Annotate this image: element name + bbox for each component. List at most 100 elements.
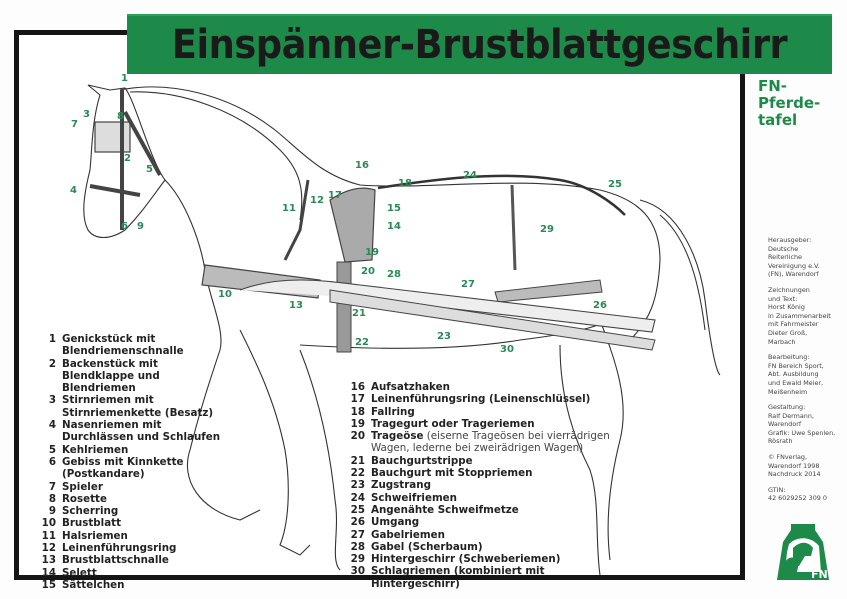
- diagram-callout-2: 2: [124, 153, 131, 164]
- legend-text: Umgang: [371, 516, 420, 529]
- credits-line: in Zusammenarbeit: [768, 311, 831, 320]
- diagram-callout-22: 22: [355, 337, 369, 348]
- diagram-callout-27: 27: [461, 279, 475, 290]
- legend-number: 3: [48, 394, 56, 407]
- diagram-callout-3: 3: [83, 109, 90, 120]
- legend-text: Tragegurt oder Trageriemen: [371, 417, 535, 430]
- legend-text-continued: Wagen, lederne bei zweirädrigen Wagen): [371, 442, 584, 455]
- credits-line: Rösrath: [768, 437, 793, 446]
- legend-text: Bauchgurtstrippe: [371, 454, 473, 467]
- credits-line: und Ewald Meier,: [768, 378, 824, 387]
- diagram-callout-21: 21: [352, 308, 366, 319]
- credits-line: Horst König: [768, 303, 805, 312]
- legend-number: 14: [41, 566, 56, 579]
- credits-line: Grafik: Uwe Spenlen,: [768, 428, 836, 437]
- credits-line: Nachdruck 2014: [768, 470, 821, 479]
- legend-text-continued: Blendriemenschnalle: [62, 345, 184, 358]
- legend-item-30: 30 Schlagriemen (kombiniert mit Hinterges…: [345, 565, 615, 590]
- legend-text: Halsriemen: [62, 529, 128, 542]
- legend-number: 2: [48, 357, 56, 370]
- legend-text: Hintergeschirr (Schweberiemen): [371, 553, 561, 566]
- diagram-callout-28: 28: [387, 269, 401, 280]
- legend-item-16: 16 Aufsatzhaken: [345, 381, 615, 393]
- legend-text: Schlagriemen (kombiniert mit Hintergesch…: [371, 565, 545, 590]
- credits-line: Meißenheim: [768, 387, 808, 396]
- legend-number: 28: [350, 540, 365, 553]
- diagram-callout-30: 30: [500, 344, 514, 355]
- credits-line: GTIN:: [768, 485, 786, 494]
- legend-text: Brustblattschnalle: [62, 554, 169, 567]
- horse-harness-illustration: [83, 84, 721, 575]
- credits-line: Ralf Dermann,: [768, 411, 814, 420]
- legend-item-15: 15 Sättelchen: [36, 579, 236, 591]
- legend-text: Angenähte Schweifmetze: [371, 503, 519, 516]
- legend-text: Trageöse (eiserne Trageösen bei vierrädr…: [371, 430, 610, 443]
- legend-number: 30: [350, 565, 365, 578]
- legend-text: Leinenführungsring (Leinenschlüssel): [371, 393, 591, 406]
- credits-line: Deutsche: [768, 244, 799, 253]
- diagram-callout-10: 10: [218, 289, 232, 300]
- credits-line: Herausgeber:: [768, 236, 812, 244]
- legend-number: 17: [350, 393, 365, 406]
- diagram-callout-6: 6: [121, 221, 128, 232]
- diagram-callout-25: 25: [608, 179, 622, 190]
- diagram-callout-12: 12: [310, 195, 324, 206]
- legend-text: Sättelchen: [62, 578, 125, 591]
- diagram-callout-23: 23: [437, 331, 451, 342]
- legend-text: Nasenriemen mit: [62, 419, 162, 432]
- credits-paragraph: Bearbeitung:FN Bereich Sport,Abt. Ausbil…: [768, 353, 846, 396]
- legend-number: 16: [350, 381, 365, 393]
- legend-text-continued: (Postkandare): [62, 468, 145, 481]
- credits-line: (FN), Warendorf: [768, 270, 819, 279]
- legend-number: 6: [48, 455, 56, 468]
- logo-text: FN: [811, 568, 828, 581]
- legend-text: Gabelriemen: [371, 528, 445, 541]
- legend-number: 12: [41, 542, 56, 555]
- legend-text: Gabel (Scherbaum): [371, 540, 483, 553]
- credits-line: 42 6029252 309 0: [768, 494, 827, 503]
- legend-text: Kehlriemen: [62, 443, 129, 456]
- legend-item-4: 4 Nasenriemen mit: [36, 419, 236, 431]
- legend-number: 15: [41, 578, 56, 591]
- diagram-callout-1: 1: [121, 73, 128, 84]
- diagram-callout-7: 7: [71, 119, 78, 130]
- diagram-callout-13: 13: [289, 300, 303, 311]
- legend-number: 22: [350, 467, 365, 480]
- diagram-callout-24: 24: [463, 170, 477, 181]
- credits-line: Dieter Groß,: [768, 328, 808, 337]
- legend-text: Rosette: [62, 492, 107, 505]
- legend-text-continued: Stirnriemenkette (Besatz): [62, 406, 214, 419]
- legend-text: Aufsatzhaken: [371, 381, 450, 393]
- legend-text: Backenstück mit: [62, 357, 158, 370]
- credits-line: Zeichnungen: [768, 285, 810, 294]
- legend-item-12: 12 Leinenführungsring: [36, 542, 236, 554]
- legend-right: 16 Aufsatzhaken 17 Leinenführungsring (Lein…: [345, 381, 615, 590]
- legend-text: Zugstrang: [371, 479, 431, 492]
- title-banner: Einspänner-Brustblattgeschirr: [127, 14, 832, 74]
- legend-text: Leinenführungsring: [62, 542, 177, 555]
- legend-text: Bauchgurt mit Stoppriemen: [371, 467, 533, 480]
- legend-item-17: 17 Leinenführungsring (Leinenschlüssel): [345, 393, 615, 405]
- legend-text: Genickstück mit: [62, 333, 156, 345]
- credits-line: Vereinigung e.V.: [768, 261, 820, 270]
- credits-paragraph: GTIN:42 6029252 309 0: [768, 486, 846, 503]
- legend-number: 4: [48, 419, 56, 432]
